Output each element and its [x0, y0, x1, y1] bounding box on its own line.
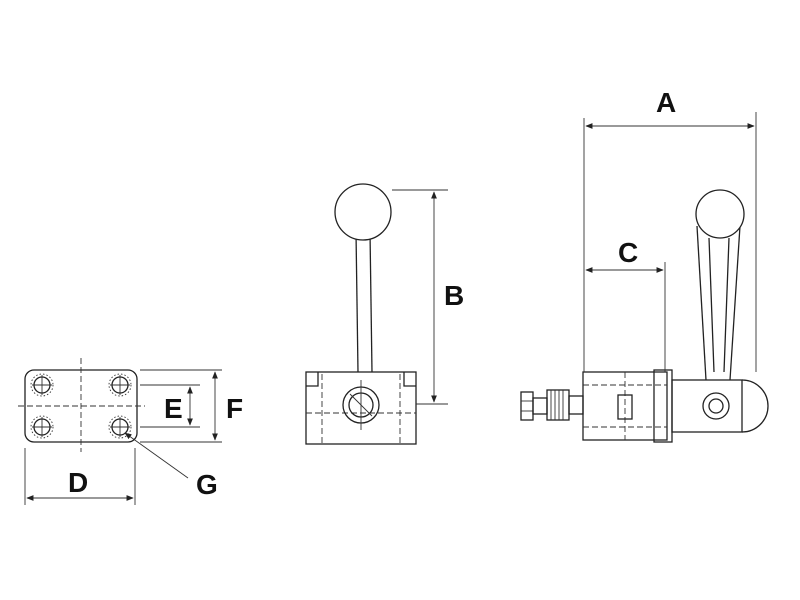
dimension-c	[585, 262, 666, 372]
label-a: A	[656, 87, 676, 118]
mounting-hole	[108, 415, 132, 439]
dimension-d	[24, 448, 136, 505]
mounting-hole	[30, 373, 54, 397]
side-view	[520, 189, 769, 443]
dimension-e	[140, 384, 200, 428]
label-f: F	[226, 393, 243, 424]
leader-g	[124, 432, 189, 479]
label-c: C	[618, 237, 638, 268]
label-e: E	[164, 393, 183, 424]
label-g: G	[196, 469, 218, 500]
mounting-hole	[30, 415, 54, 439]
dimension-a	[583, 112, 757, 372]
mounting-hole	[108, 373, 132, 397]
dimension-f	[140, 369, 222, 443]
front-view	[305, 183, 417, 445]
label-d: D	[68, 467, 88, 498]
dimension-b	[392, 189, 448, 405]
base-plate-view	[18, 358, 145, 452]
label-b: B	[444, 280, 464, 311]
